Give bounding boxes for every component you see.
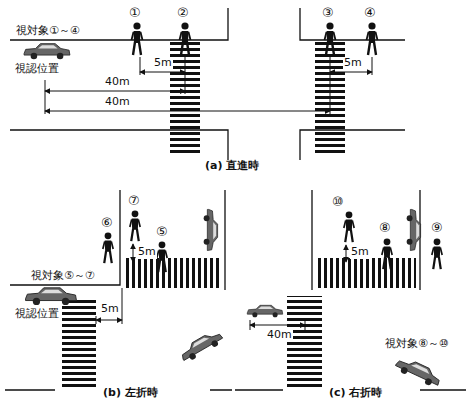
target-label: 視対象⑤～⑦ <box>30 270 96 283</box>
dimension: 5m <box>350 246 370 259</box>
target-label: 視対象⑧～⑩ <box>384 338 450 351</box>
panel-caption: (b) 左折時 <box>102 387 159 400</box>
callout-number: ③ <box>321 6 335 21</box>
panel-caption: (c) 右折時 <box>328 387 383 400</box>
callout-number: ④ <box>363 6 377 21</box>
callout-number: ② <box>176 6 190 21</box>
callout-number: ⑤ <box>155 225 169 240</box>
viewpoint-label: 視認位置 <box>14 308 60 321</box>
callout-number: ⑦ <box>127 194 141 209</box>
callout-number: ⑥ <box>100 216 114 231</box>
target-label: 視対象①～④ <box>15 25 81 38</box>
viewpoint-label: 視認位置 <box>14 63 60 76</box>
dimension: 5m <box>343 57 363 70</box>
callout-number: ① <box>128 6 142 21</box>
dimension: 40m <box>104 96 131 109</box>
dimension: 40m <box>104 76 131 89</box>
callout-number: ⑧ <box>378 221 392 236</box>
dimension: 40m <box>266 329 293 342</box>
dimension: 5m <box>137 246 157 259</box>
dimension: 5m <box>100 303 120 316</box>
dimension: 5m <box>153 57 173 70</box>
callout-number: ⑨ <box>430 221 444 236</box>
panel-caption: (a) 直進時 <box>204 160 260 173</box>
callout-number: ⑩ <box>331 195 345 210</box>
